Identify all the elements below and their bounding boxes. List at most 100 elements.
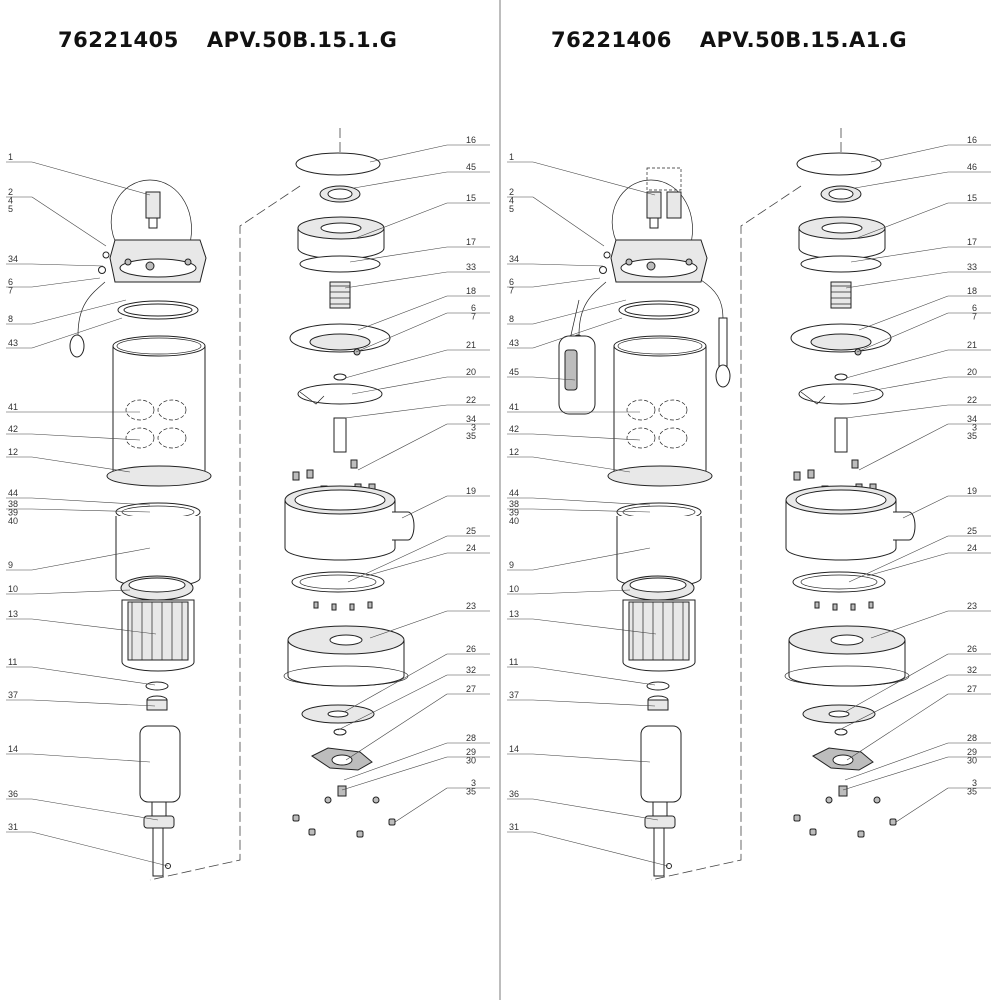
power-cable [110, 179, 192, 251]
part-number-label: 38 [8, 499, 18, 509]
diffuser-cover-18 [289, 323, 391, 356]
part-number-label: 4 [509, 196, 514, 206]
o-ring [800, 255, 882, 273]
pump-body-19 [785, 485, 916, 561]
callout: 10 [6, 584, 131, 595]
callout: 335 [895, 778, 991, 823]
callout: 17 [349, 237, 490, 263]
callout: 9 [507, 547, 651, 571]
flange-12 [106, 465, 212, 487]
part-number-label: 26 [967, 644, 977, 654]
part-number-label: 8 [8, 314, 13, 324]
part-number-label: 11 [8, 657, 17, 667]
leader-line [532, 699, 656, 707]
part-number-label: 7 [509, 286, 514, 296]
leader-line [848, 535, 949, 583]
part-number-label: 9 [8, 560, 13, 570]
mech-seal-33 [830, 281, 852, 309]
leader-line [357, 423, 448, 471]
part-number-label: 14 [509, 744, 519, 754]
part-number-label: 24 [466, 543, 476, 553]
leader-line [344, 404, 448, 419]
o-ring-43 [618, 300, 700, 320]
plug-cable [578, 281, 607, 336]
stator-windings [628, 601, 690, 661]
nut-29 [324, 796, 332, 804]
cable-gland-body [646, 191, 662, 219]
part-number-label: 31 [8, 822, 18, 832]
seal-cap-inner [327, 188, 353, 200]
callout: 15 [355, 193, 490, 239]
part-number-label: 34 [509, 254, 519, 264]
large-o-ring [295, 152, 381, 176]
callout: 11 [507, 657, 656, 686]
bolt [145, 261, 155, 271]
part-number-label: 37 [509, 690, 519, 700]
part-number-label: 4 [8, 196, 13, 206]
model-name: APV.50B.15.1.G [206, 28, 398, 52]
seal-spring [329, 281, 351, 309]
panel-divider [499, 0, 501, 1000]
part-number-label: 21 [967, 340, 977, 350]
part-number-label: 6 [972, 303, 977, 313]
o-ring-43 [117, 300, 199, 320]
bearing-36 [143, 815, 175, 829]
plug-cable [77, 281, 106, 336]
part-number-label: 12 [509, 447, 519, 457]
part-number-label: 43 [509, 338, 519, 348]
bolt [124, 258, 132, 266]
leader-line [31, 433, 141, 441]
callout: 44 [507, 488, 651, 506]
end-cap-10 [621, 575, 695, 601]
gasket-inner [299, 574, 377, 590]
callout: 45 [507, 367, 576, 381]
leader-line [858, 423, 949, 471]
o-ring-17 [299, 255, 381, 273]
impeller-disc [297, 383, 383, 405]
tube-body [613, 346, 707, 481]
o-ring-inner [123, 303, 193, 317]
part-number-label: 6 [8, 277, 13, 287]
callout: 1 [6, 152, 151, 196]
leader-line [31, 508, 151, 513]
leader-line [858, 295, 949, 331]
screw-28 [337, 785, 347, 797]
part-number-label: 28 [466, 733, 476, 743]
callout: 20 [852, 367, 991, 395]
part-number-label: 34 [967, 414, 977, 424]
winding-outline [125, 399, 155, 421]
callout: 28 [844, 733, 991, 781]
part-number-label: 34 [8, 254, 18, 264]
part-number-label: 24 [967, 543, 977, 553]
leader-line [532, 277, 601, 288]
o-ring-inner [624, 303, 694, 317]
spacer-22 [333, 417, 347, 453]
bearing-37 [647, 695, 669, 711]
screws-3 [793, 814, 897, 838]
winding-outline [626, 427, 656, 449]
callout: 245 [6, 187, 107, 247]
screws-28 [825, 785, 881, 804]
suction-base-23 [283, 625, 409, 687]
part-number-label: 15 [967, 193, 977, 203]
screw-25 [331, 603, 337, 611]
callout: 10 [507, 584, 631, 595]
impeller-vane [800, 391, 826, 405]
winding-outline [157, 427, 187, 449]
callout: 32 [337, 665, 490, 731]
gasket [792, 571, 886, 593]
winding-outline [626, 399, 656, 421]
leader-line [357, 295, 448, 331]
callout: 21 [344, 340, 490, 379]
plate-hub [821, 222, 863, 234]
leader-line [401, 495, 448, 519]
body-inner [294, 489, 386, 511]
leader-line [31, 589, 131, 595]
ring-32 [834, 728, 848, 736]
bearing-36 [644, 815, 676, 829]
leader-line [31, 317, 123, 349]
outlet-port [893, 511, 916, 541]
top-plate-15 [297, 216, 385, 260]
screw-28 [838, 785, 848, 797]
